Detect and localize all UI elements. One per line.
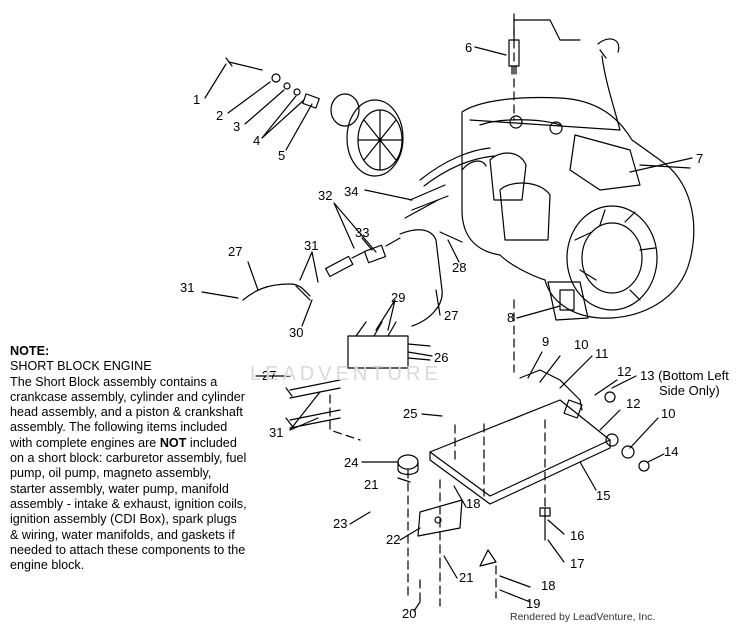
leader-lines	[201, 46, 693, 612]
callout-18-top: 18	[466, 496, 480, 511]
callout-29: 29	[391, 290, 405, 305]
callout-10-bottom: 10	[661, 406, 675, 421]
callout-32: 32	[318, 188, 332, 203]
callout-8: 8	[507, 310, 514, 325]
recoil-starter-drawing	[225, 57, 404, 177]
callout-9: 9	[542, 334, 549, 349]
callout-19: 19	[526, 596, 540, 611]
callout-2: 2	[216, 108, 223, 123]
callout-18-bottom: 18	[541, 578, 555, 593]
callout-3: 3	[233, 119, 240, 134]
callout-7: 7	[696, 151, 703, 166]
note-heading: NOTE:	[10, 344, 50, 358]
callout-21-top: 21	[364, 477, 378, 492]
callout-1: 1	[193, 92, 200, 107]
callout-23: 23	[333, 516, 347, 531]
callout-27-right: 27	[444, 308, 458, 323]
callout-34: 34	[344, 184, 358, 199]
callout-33: 33	[355, 225, 369, 240]
watermark-text: LEADVENTURE	[250, 363, 442, 385]
callout-5: 5	[278, 148, 285, 163]
callout-26: 26	[434, 350, 448, 365]
callout-31-top: 31	[304, 238, 318, 253]
callout-14: 14	[664, 444, 678, 459]
engine-mount-drawing	[397, 369, 650, 567]
note-body-part2: included on a short block: carburetor as…	[10, 435, 247, 573]
callout-13-line2: Side Only)	[659, 383, 720, 398]
callout-10-top: 10	[574, 337, 588, 352]
short-block-note: NOTE: SHORT BLOCK ENGINE The Short Block…	[10, 344, 248, 573]
callout-31-left: 31	[180, 280, 194, 295]
callout-15: 15	[596, 488, 610, 503]
fuel-system-drawing	[242, 229, 443, 429]
callout-30: 30	[289, 325, 303, 340]
callout-27-note: 27	[262, 368, 276, 383]
callout-24: 24	[344, 455, 358, 470]
callout-27-left: 27	[228, 244, 242, 259]
callout-25: 25	[403, 406, 417, 421]
callout-17: 17	[570, 556, 584, 571]
alignment-lines	[329, 13, 546, 607]
callout-6: 6	[465, 40, 472, 55]
callout-labels: 1 2 3 4 5 6 7 8 9 10 11 12 13 (Bottom Le…	[180, 40, 729, 621]
callout-21-bottom: 21	[459, 570, 473, 585]
callout-22: 22	[386, 532, 400, 547]
callout-31-bottom: 31	[269, 425, 283, 440]
callout-13-line1: 13 (Bottom Left	[640, 368, 729, 383]
note-subheading: SHORT BLOCK ENGINE	[10, 359, 152, 374]
callout-28: 28	[452, 260, 466, 275]
spark-plug-drawing	[508, 19, 621, 131]
callout-12-top: 12	[617, 364, 631, 379]
render-credit: Rendered by LeadVenture, Inc.	[510, 611, 656, 623]
engine-block-drawing	[461, 96, 695, 321]
callout-11: 11	[595, 346, 609, 361]
callout-4: 4	[253, 133, 260, 148]
note-emphasis: NOT	[159, 435, 187, 450]
callout-12-bottom: 12	[626, 396, 640, 411]
callout-16: 16	[570, 528, 584, 543]
callout-20: 20	[402, 606, 416, 621]
note-body-part1: The Short Block assembly contains a cran…	[10, 374, 245, 450]
carburetor-drawing	[404, 147, 495, 243]
